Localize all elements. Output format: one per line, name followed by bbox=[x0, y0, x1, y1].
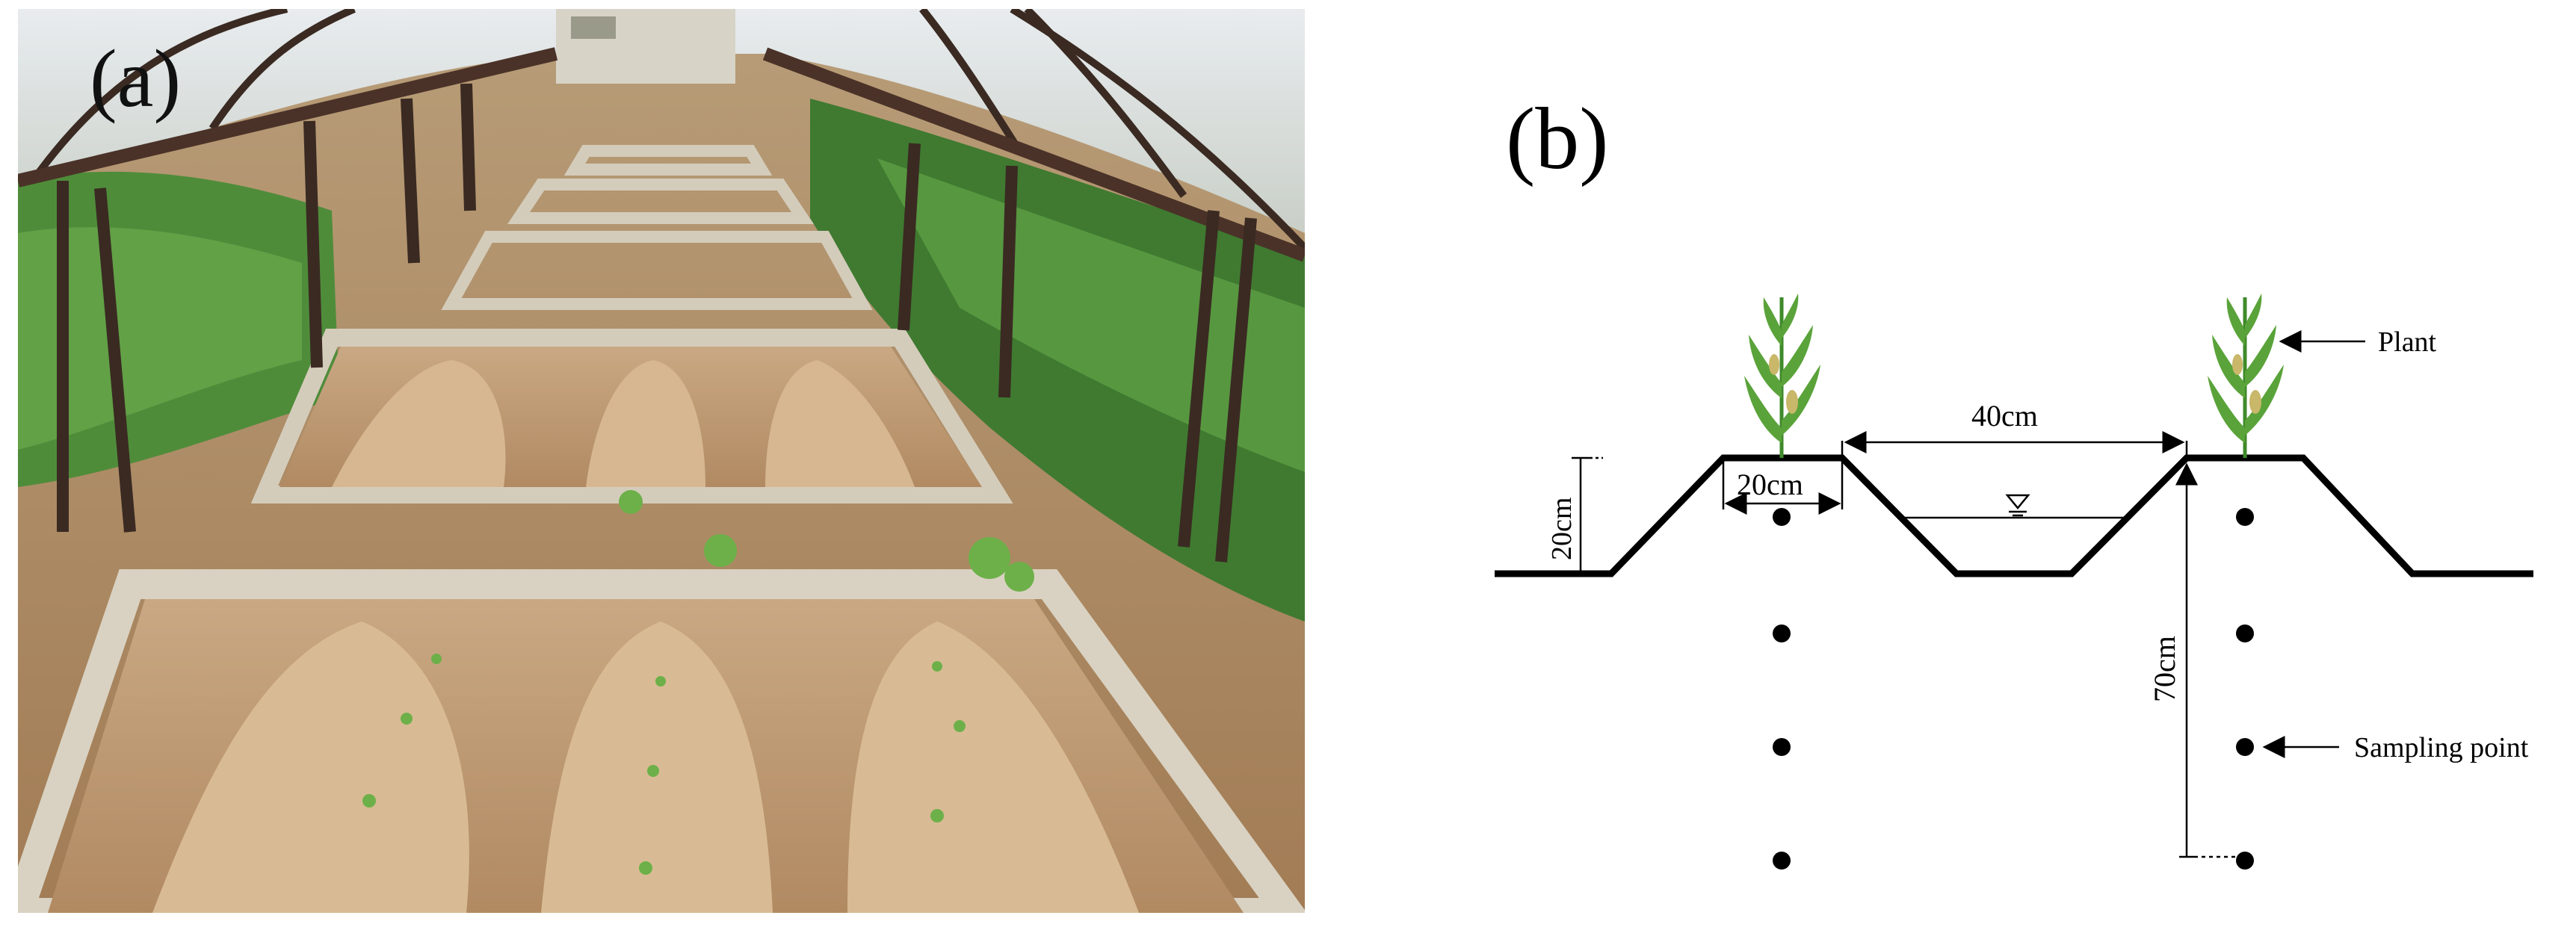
ground-profile-line bbox=[1495, 454, 2533, 577]
plant-annotation: Plant bbox=[2378, 326, 2437, 358]
panel-label-b: (b) bbox=[1506, 90, 1609, 188]
sampling-point bbox=[1773, 852, 1791, 870]
sampling-depth-dimension bbox=[2175, 462, 2242, 858]
sampling-point-annotation: Sampling point bbox=[2354, 732, 2529, 763]
panel-label-a: (a) bbox=[90, 33, 182, 124]
sampling-point bbox=[2236, 508, 2254, 526]
sampling-points-right bbox=[2236, 508, 2254, 870]
greenhouse-photo: (a) bbox=[18, 9, 1305, 913]
sampling-point bbox=[2236, 852, 2254, 870]
sampling-depth-label: 70cm bbox=[2148, 636, 2181, 702]
sampling-point bbox=[1773, 738, 1791, 756]
ridge-height-dimension bbox=[1572, 456, 1603, 575]
furrow-spacing-label: 40cm bbox=[1971, 399, 2038, 433]
ridge-top-width-label: 20cm bbox=[1737, 468, 1803, 501]
furrow-cross-section-diagram: 20cm 20cm 40cm 70cm Plant Sam bbox=[1495, 294, 2533, 870]
ridge-height-label: 20cm bbox=[1546, 498, 1578, 560]
corn-plant-icon bbox=[1744, 294, 1820, 458]
water-level-symbol bbox=[2005, 494, 2030, 517]
sampling-point bbox=[2236, 738, 2254, 756]
sampling-point bbox=[1773, 625, 1791, 642]
greenhouse-scene bbox=[18, 9, 1305, 913]
furrow-spacing-dimension bbox=[1841, 431, 2188, 458]
ridge-top-width-dimension bbox=[1722, 458, 1844, 515]
sampling-points-left bbox=[1773, 508, 1791, 870]
corn-plant-icon bbox=[2208, 294, 2284, 458]
sampling-point bbox=[2236, 625, 2254, 642]
sampling-point bbox=[1773, 508, 1791, 526]
